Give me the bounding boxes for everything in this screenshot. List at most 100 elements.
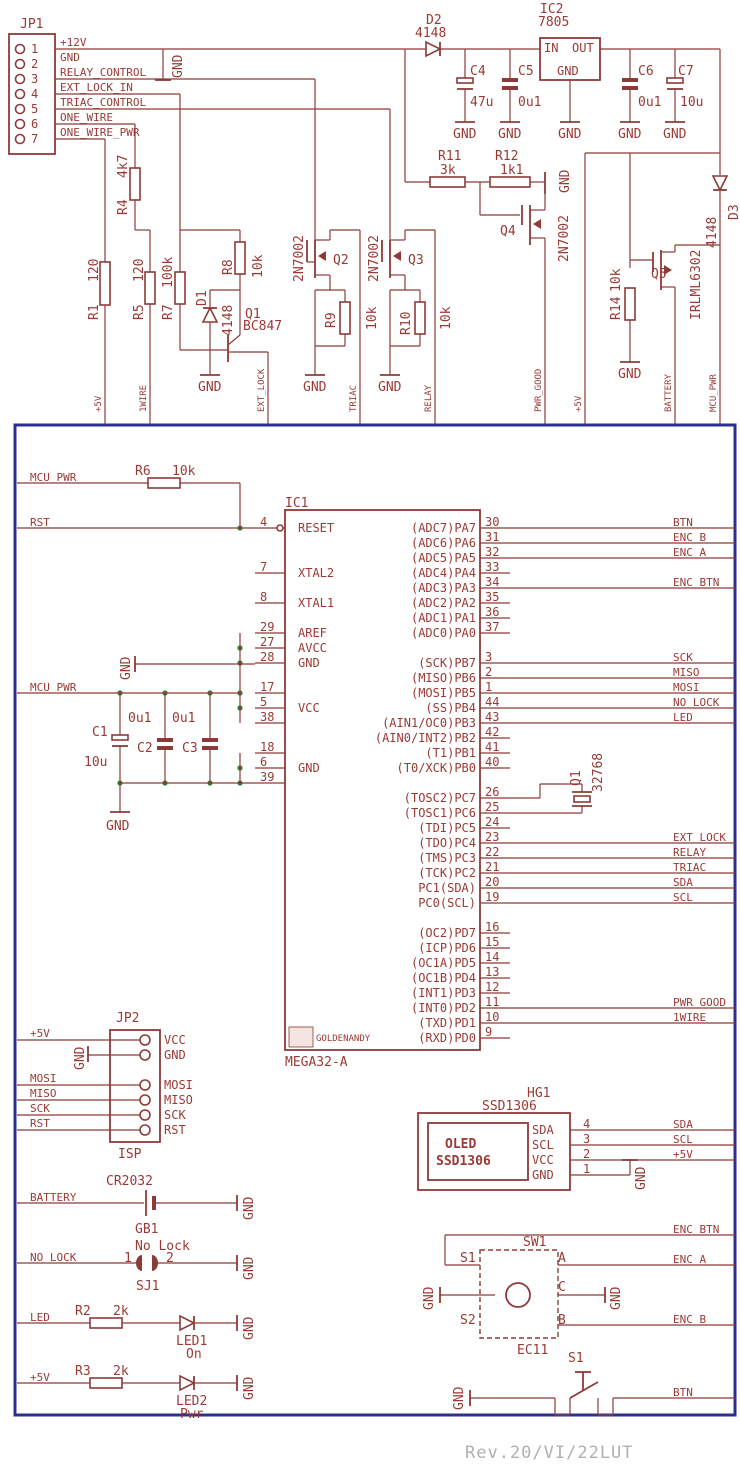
r7-name: R7 — [161, 304, 176, 320]
cap-name: C4 — [470, 64, 486, 79]
mcu-pin-number: 37 — [485, 620, 499, 634]
q4-name: Q4 — [500, 224, 516, 239]
sw1-pin-a: A — [558, 1251, 566, 1266]
sj1-pin2: 2 — [166, 1251, 174, 1266]
mcu-pin-number: 9 — [485, 1025, 492, 1039]
sw1-gnd-left: GND — [422, 1286, 437, 1310]
isp-pin-circle — [139, 1079, 151, 1091]
net-enc-btn: ENC_BTN — [673, 1223, 719, 1236]
mcu-net-label: PWR_GOOD — [673, 996, 726, 1009]
jp1-signal-label: ONE_WIRE_PWR — [60, 126, 140, 139]
cap-gnd-label: GND — [618, 127, 642, 142]
net-5v-led: +5V — [30, 1371, 50, 1384]
mcu-pin-number: 43 — [485, 710, 499, 724]
sw1-pin-s2: S2 — [460, 1313, 476, 1328]
jp1-signal-label: ONE_WIRE — [60, 111, 113, 124]
mcu-pin-number: 44 — [485, 695, 499, 709]
c1-value: 10u — [84, 755, 107, 770]
d1-name: D1 — [195, 290, 210, 306]
oled-pin-number: 1 — [583, 1162, 590, 1176]
cap-name: C5 — [518, 64, 534, 79]
port-label: +5V — [94, 395, 104, 412]
port-label: EXT_LOCK — [257, 368, 267, 412]
sj1-name: SJ1 — [136, 1279, 159, 1294]
mcu-net-label: TRIAC — [673, 861, 706, 874]
mcu-pin-number: 19 — [485, 890, 499, 904]
port-label: MCU_PWR — [709, 373, 719, 412]
mcu-pin-label: (TOSC2)PC7 — [404, 791, 476, 805]
sw1-value: EC11 — [517, 1343, 548, 1358]
r11-name: R11 — [438, 149, 461, 164]
jp1-pin-circle — [14, 43, 26, 55]
mcu-pin-label: (OC1A)PD5 — [411, 956, 476, 970]
isp-net-label: +5V — [30, 1027, 50, 1040]
oled-net-label: SDA — [673, 1118, 693, 1131]
mcu-pin-number: 29 — [260, 620, 274, 634]
jp1-signal-label: GND — [60, 51, 80, 64]
r2-name: R2 — [75, 1304, 91, 1319]
sw1-gnd-right: GND — [609, 1286, 624, 1310]
isp-pin-label: SCK — [164, 1108, 186, 1122]
q4-value: 2N7002 — [557, 215, 572, 262]
r8-value: 10k — [251, 254, 266, 278]
port-label: PWR_GOOD — [534, 369, 544, 412]
mcu-net-label: RELAY — [673, 846, 706, 859]
isp-pin-circle — [139, 1124, 151, 1136]
mcu-net-label: SCK — [673, 651, 693, 664]
mcu-pin-label: (OC1B)PD4 — [411, 971, 476, 985]
r4-name: R4 — [116, 199, 131, 215]
oled-net-label: +5V — [673, 1148, 693, 1161]
mcu-pin-label: (MOSI)PB5 — [411, 686, 476, 700]
mcu-pin-label: (ADC0)PA0 — [411, 626, 476, 640]
r10-name: R10 — [399, 312, 414, 335]
cap-name: C6 — [638, 64, 654, 79]
mcu-pin-number: 14 — [485, 950, 499, 964]
sheet-frame — [13, 423, 737, 1417]
cap-gnd-label: GND — [663, 127, 687, 142]
jp1-signal-label: +12V — [60, 36, 87, 49]
isp-net-label: SCK — [30, 1102, 50, 1115]
r6-value: 10k — [172, 464, 196, 479]
xtal-name: Q1 — [569, 770, 584, 786]
mcu-pin-number: 32 — [485, 545, 499, 559]
gnd-label: GND — [303, 380, 327, 395]
jp1-gnd-label: GND — [171, 54, 186, 78]
mcu-pin-label: PC0(SCL) — [418, 896, 476, 910]
isp-pin-circle — [139, 1109, 151, 1121]
mcu-pin-label: (AIN0/INT2)PB2 — [375, 731, 476, 745]
ic1-name: IC1 — [285, 496, 308, 511]
gnd-label: GND — [378, 380, 402, 395]
mcu-pin-number: 5 — [260, 695, 267, 709]
r5-value: 120 — [132, 259, 147, 282]
r7-value: 100k — [161, 257, 176, 288]
port-label: RELAY — [424, 384, 434, 412]
mcu-net-label: SDA — [673, 876, 693, 889]
c2-name: C2 — [137, 741, 153, 756]
mcu-pin-label: (ICP)PD6 — [418, 941, 476, 955]
r11-value: 3k — [440, 163, 456, 178]
ic1-value: MEGA32-A — [285, 1055, 348, 1070]
oled-value: SSD1306 — [482, 1099, 537, 1114]
q3-value: 2N7002 — [367, 235, 382, 282]
isp-pin-label: MISO — [164, 1093, 193, 1107]
cap-value: 0u1 — [518, 95, 541, 110]
sj1-value: No Lock — [135, 1239, 190, 1254]
led2-gnd: GND — [242, 1376, 257, 1400]
mcu-pin-label: (T1)PB1 — [425, 746, 476, 760]
gb1-gnd: GND — [242, 1196, 257, 1220]
net-mcu-pwr-top: MCU_PWR — [30, 471, 77, 484]
oled-pin-number: 4 — [583, 1117, 590, 1131]
mcu-pin-label: (TOSC1)PC6 — [404, 806, 476, 820]
mcu-pin-number: 41 — [485, 740, 499, 754]
ic2-gnd: GND — [557, 64, 579, 78]
mcu-pin-label: (TMS)PC3 — [418, 851, 476, 865]
mcu-gnd: GND — [119, 656, 134, 680]
mcu-pin-number: 13 — [485, 965, 499, 979]
q2-name: Q2 — [333, 253, 349, 268]
r9-name: R9 — [324, 312, 339, 328]
mcu-pin-number: 26 — [485, 785, 499, 799]
mcu-pin-number: 20 — [485, 875, 499, 889]
oled-pin-label: VCC — [532, 1153, 554, 1167]
r1-name: R1 — [87, 304, 102, 320]
